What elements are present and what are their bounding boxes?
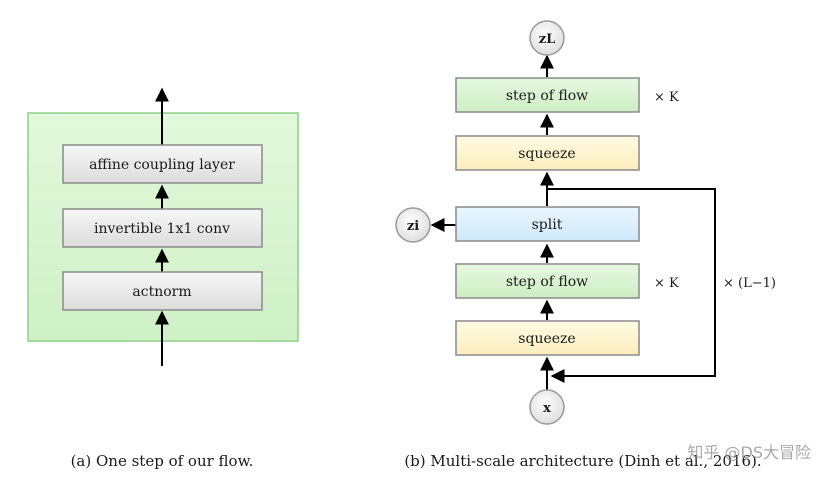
z-l-label: zL bbox=[539, 32, 556, 47]
step-of-flow-top-label: step of flow bbox=[506, 88, 588, 104]
actnorm-box: actnorm bbox=[62, 271, 263, 311]
squeeze-bottom: squeeze bbox=[455, 320, 640, 356]
z-l-node: zL bbox=[529, 20, 565, 56]
step-of-flow-top: step of flow bbox=[455, 77, 640, 113]
affine-coupling-label: affine coupling layer bbox=[89, 157, 235, 173]
affine-coupling-box: affine coupling layer bbox=[62, 144, 263, 184]
z-i-node: zi bbox=[395, 207, 431, 243]
multiplier-bottom: × K bbox=[654, 276, 679, 291]
step-of-flow-bottom-label: step of flow bbox=[506, 274, 588, 290]
split-label: split bbox=[532, 217, 563, 233]
step-of-flow-bottom: step of flow bbox=[455, 263, 640, 299]
x-node: x bbox=[529, 389, 565, 425]
loop-line bbox=[547, 188, 716, 383]
invertible-conv-label: invertible 1x1 conv bbox=[94, 221, 230, 237]
squeeze-bottom-label: squeeze bbox=[518, 331, 575, 347]
x-label: x bbox=[543, 401, 551, 416]
panel-a: affine coupling layer invertible 1x1 con… bbox=[27, 87, 299, 470]
caption-a: (a) One step of our flow. bbox=[71, 452, 254, 470]
caption-b: (b) Multi-scale architecture (Dinh et al… bbox=[404, 452, 761, 470]
z-i-label: zi bbox=[407, 219, 419, 234]
panel-b: zL step of flow × K squeeze split zi ste… bbox=[395, 20, 776, 470]
actnorm-label: actnorm bbox=[132, 284, 191, 300]
squeeze-top-label: squeeze bbox=[518, 146, 575, 162]
watermark: 知乎 @DS大冒险 bbox=[687, 443, 811, 462]
multiplier-loop: × (L−1) bbox=[723, 276, 776, 291]
invertible-conv-box: invertible 1x1 conv bbox=[62, 208, 263, 248]
multiplier-top: × K bbox=[654, 90, 679, 105]
split-box: split bbox=[455, 206, 640, 242]
squeeze-top: squeeze bbox=[455, 135, 640, 171]
